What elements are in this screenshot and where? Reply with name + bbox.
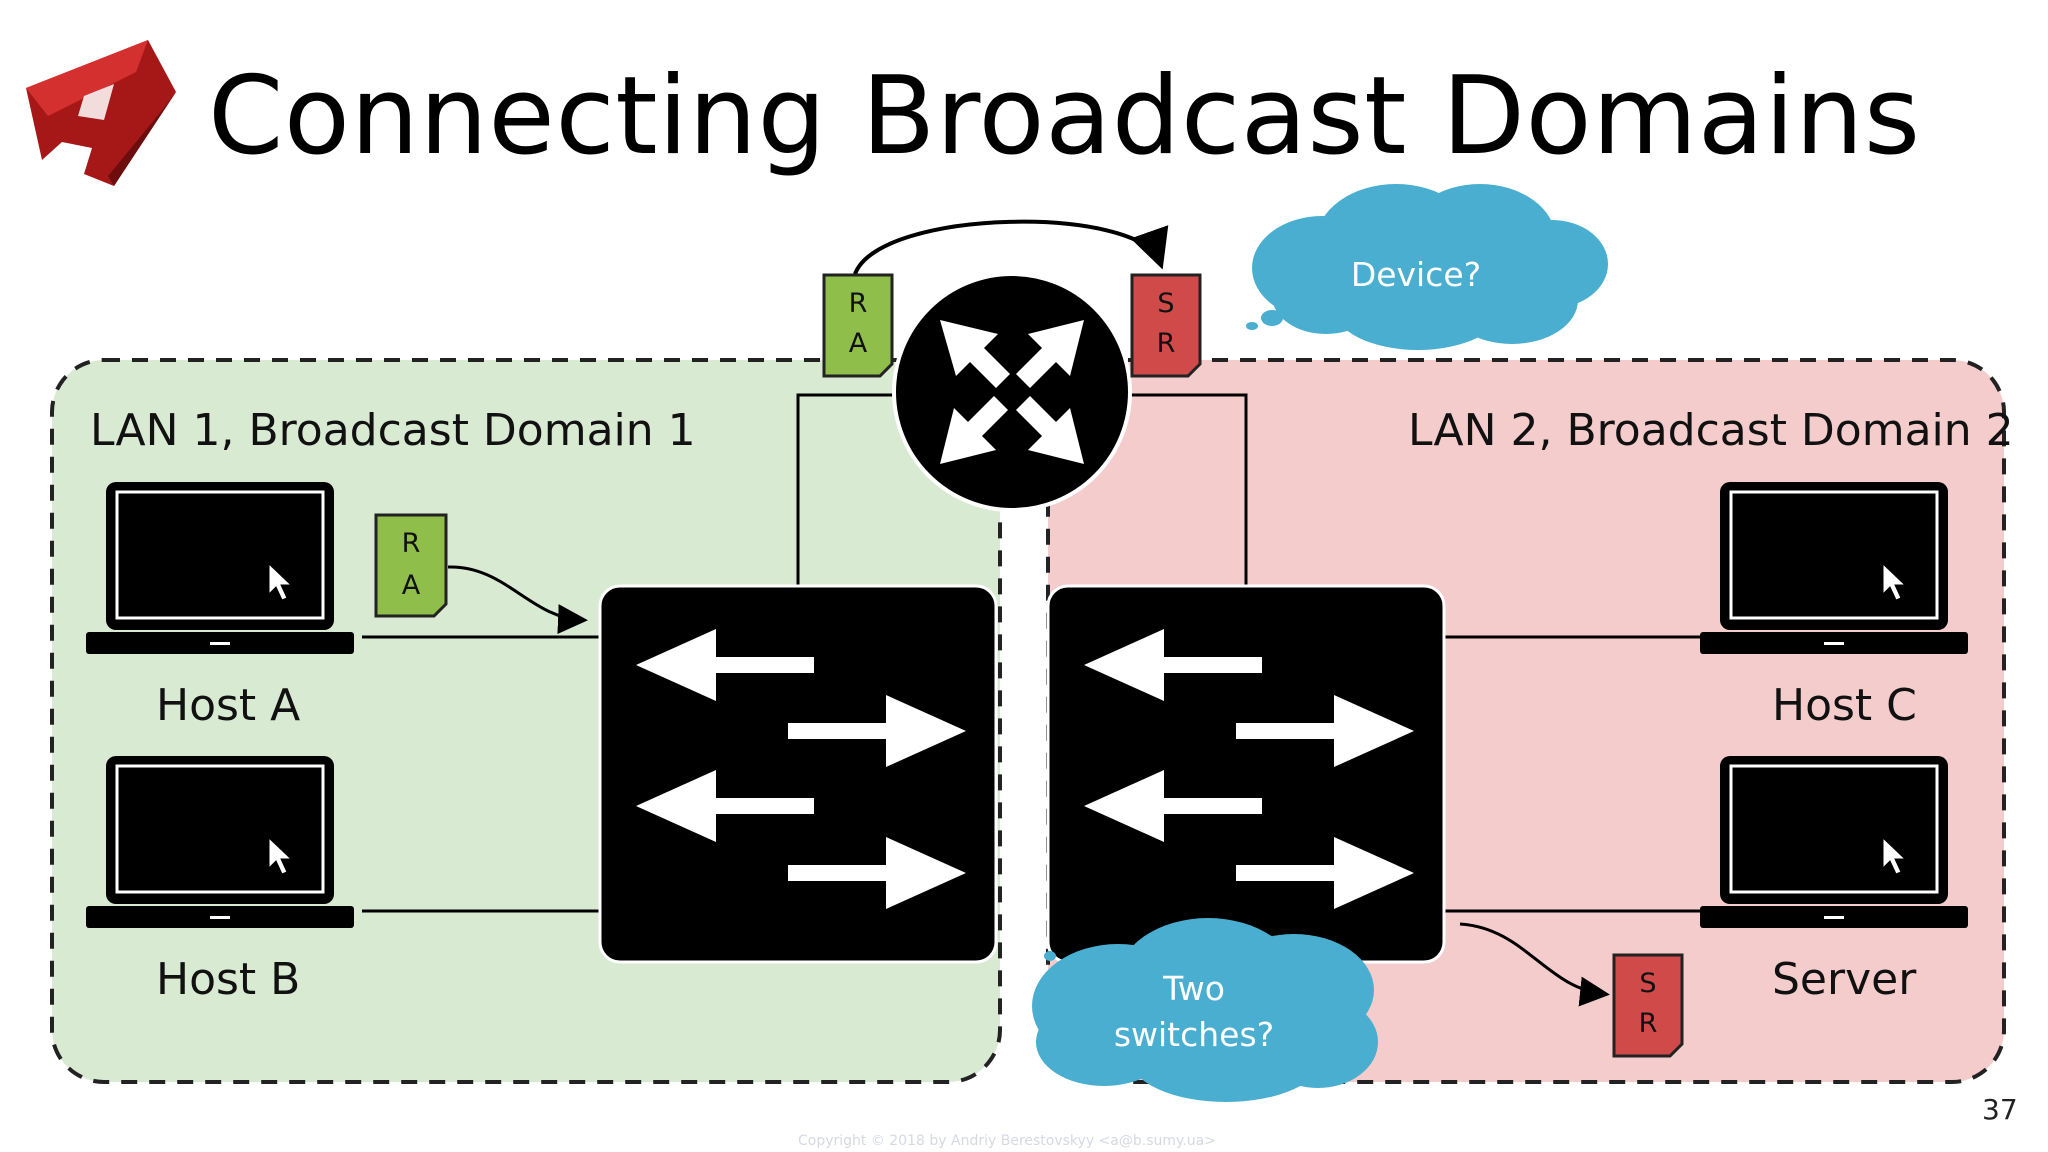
host-b-laptop-icon bbox=[84, 754, 356, 930]
svg-text:R: R bbox=[849, 288, 868, 319]
server-label: Server bbox=[1772, 954, 1917, 1005]
svg-text:S: S bbox=[1639, 968, 1656, 999]
copyright-footer: Copyright © 2018 by Andriy Berestovskyy … bbox=[798, 1133, 1216, 1149]
host-a-laptop-icon bbox=[84, 480, 356, 656]
router-left-packet: R A bbox=[822, 273, 894, 378]
router-icon bbox=[892, 272, 1132, 512]
switch-right-icon bbox=[1046, 584, 1446, 964]
server-packet: S R bbox=[1612, 953, 1684, 1058]
host-a-packet: R A bbox=[374, 513, 448, 618]
lan2-label: LAN 2, Broadcast Domain 2 bbox=[1408, 405, 2014, 456]
svg-text:R: R bbox=[402, 528, 421, 559]
slide-title: Connecting Broadcast Domains bbox=[208, 54, 1921, 179]
router-forward-arrow bbox=[853, 219, 1169, 275]
logo-icon bbox=[26, 40, 176, 186]
svg-text:switches?: switches? bbox=[1114, 1015, 1274, 1054]
server-packet-arrow bbox=[1459, 922, 1610, 1007]
host-a-label: Host A bbox=[156, 680, 301, 731]
switch-left-icon bbox=[598, 584, 998, 964]
router-right-packet: S R bbox=[1130, 273, 1202, 378]
svg-text:S: S bbox=[1157, 288, 1174, 319]
svg-text:A: A bbox=[402, 570, 421, 601]
host-a-packet-arrow bbox=[447, 565, 588, 635]
svg-text:A: A bbox=[849, 328, 868, 359]
links bbox=[362, 393, 1700, 913]
host-b-label: Host B bbox=[156, 954, 301, 1005]
svg-text:Two: Two bbox=[1162, 969, 1225, 1008]
server-laptop-icon bbox=[1698, 754, 1970, 930]
switches-cloud: Two switches? bbox=[1032, 918, 1378, 1102]
svg-text:R: R bbox=[1157, 328, 1176, 359]
page-number: 37 bbox=[1982, 1093, 2018, 1126]
host-c-label: Host C bbox=[1772, 680, 1917, 731]
lan1-label: LAN 1, Broadcast Domain 1 bbox=[90, 405, 696, 456]
svg-text:Device?: Device? bbox=[1351, 255, 1481, 294]
host-c-laptop-icon bbox=[1698, 480, 1970, 656]
svg-text:R: R bbox=[1639, 1008, 1658, 1039]
device-cloud: Device? bbox=[1246, 184, 1608, 350]
